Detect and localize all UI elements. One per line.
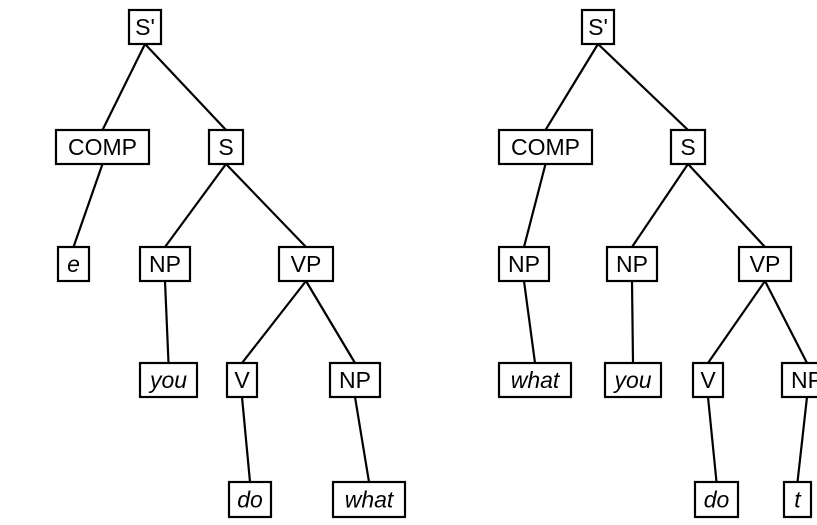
edge-R-NP1-to-R-you	[630, 280, 635, 364]
node-label: VP	[291, 251, 322, 277]
node-label: what	[345, 487, 395, 513]
node-box	[207, 128, 245, 166]
tree-node-s: S	[207, 128, 245, 166]
node-label: do	[237, 487, 263, 513]
node-label: NP	[149, 251, 181, 277]
node-box	[138, 245, 192, 283]
tree-node-do: do	[227, 480, 273, 519]
node-label: V	[700, 367, 716, 393]
edge-L-NP2-to-L-what	[353, 396, 371, 483]
node-box	[693, 480, 740, 519]
tree-node-vp: VP	[277, 245, 335, 283]
edge-R-VP-to-R-V	[707, 280, 766, 364]
node-box	[780, 361, 817, 399]
node-box	[669, 128, 707, 166]
node-label: NP	[791, 367, 817, 393]
tree-node-do: do	[693, 480, 740, 519]
edge-L-S-to-L-VP	[225, 163, 307, 248]
edge-L-VP-to-L-NP2	[305, 280, 356, 364]
surface-structure-tree-nodes: S' COMP S NP NP VP what you V NP do t	[497, 8, 817, 519]
tree-node-what: what	[331, 480, 407, 519]
edge-R-Sbar-to-R-S	[597, 43, 689, 131]
tree-node-sbar: S'	[127, 8, 163, 46]
node-box	[605, 245, 659, 283]
edge-R-V-to-R-do	[706, 396, 718, 483]
node-box	[277, 245, 335, 283]
edge-L-V-to-L-do	[240, 396, 252, 483]
node-label: V	[234, 367, 250, 393]
tree-node-e: e	[56, 245, 91, 283]
tree-node-you: you	[603, 361, 663, 399]
edge-L-Sbar-to-L-COMP	[101, 43, 146, 131]
node-box	[737, 245, 793, 283]
tree-node-np: NP	[138, 245, 192, 283]
edge-L-Sbar-to-L-S	[144, 43, 227, 131]
node-label: e	[67, 251, 80, 277]
node-box	[497, 245, 551, 283]
edge-L-VP-to-L-V	[241, 280, 307, 364]
node-box	[603, 361, 663, 399]
edge-L-COMP-to-L-e	[72, 163, 104, 248]
edge-R-NP2-to-R-t	[796, 396, 809, 483]
edge-R-NP0-to-R-what	[522, 280, 537, 364]
tree-node-np: NP	[497, 245, 551, 283]
edges-layer	[72, 43, 809, 483]
tree-node-vp: VP	[737, 245, 793, 283]
node-box	[225, 361, 259, 399]
node-label: S	[218, 134, 233, 160]
node-label: NP	[616, 251, 648, 277]
node-label: COMP	[511, 134, 580, 160]
node-label: VP	[750, 251, 781, 277]
node-box	[127, 8, 163, 46]
edge-L-NP1-to-L-you	[163, 280, 170, 364]
tree-node-v: V	[691, 361, 725, 399]
tree-node-comp: COMP	[497, 128, 594, 166]
edge-R-S-to-R-VP	[687, 163, 766, 248]
node-box	[54, 128, 151, 166]
edge-L-S-to-L-NP1	[164, 163, 227, 248]
node-box	[138, 361, 199, 399]
node-label: S'	[135, 14, 155, 40]
edge-R-Sbar-to-R-COMP	[544, 43, 599, 131]
node-box	[782, 480, 813, 519]
node-box	[691, 361, 725, 399]
node-label: do	[704, 487, 730, 513]
node-box	[497, 361, 573, 399]
tree-node-v: V	[225, 361, 259, 399]
edge-R-COMP-to-R-NP0	[522, 163, 547, 248]
node-box	[331, 480, 407, 519]
node-box	[328, 361, 382, 399]
tree-node-you: you	[138, 361, 199, 399]
edge-R-S-to-R-NP1	[631, 163, 689, 248]
tree-node-t: t	[782, 480, 813, 519]
surface-structure-tree-edges	[522, 43, 809, 483]
node-label: t	[794, 487, 802, 513]
node-box	[56, 245, 91, 283]
node-label: you	[148, 367, 187, 393]
node-label: NP	[339, 367, 371, 393]
node-label: S'	[588, 14, 608, 40]
node-box	[580, 8, 616, 46]
tree-node-np: NP	[780, 361, 817, 399]
tree-node-np: NP	[328, 361, 382, 399]
edge-R-VP-to-R-NP2	[764, 280, 808, 364]
node-label: NP	[508, 251, 540, 277]
tree-node-comp: COMP	[54, 128, 151, 166]
node-label: COMP	[68, 134, 137, 160]
tree-node-sbar: S'	[580, 8, 616, 46]
tree-node-s: S	[669, 128, 707, 166]
node-label: you	[612, 367, 651, 393]
node-box	[497, 128, 594, 166]
tree-node-np: NP	[605, 245, 659, 283]
node-label: what	[511, 367, 561, 393]
tree-node-what: what	[497, 361, 573, 399]
node-label: S	[680, 134, 695, 160]
deep-structure-tree-edges	[72, 43, 371, 483]
node-box	[227, 480, 273, 519]
